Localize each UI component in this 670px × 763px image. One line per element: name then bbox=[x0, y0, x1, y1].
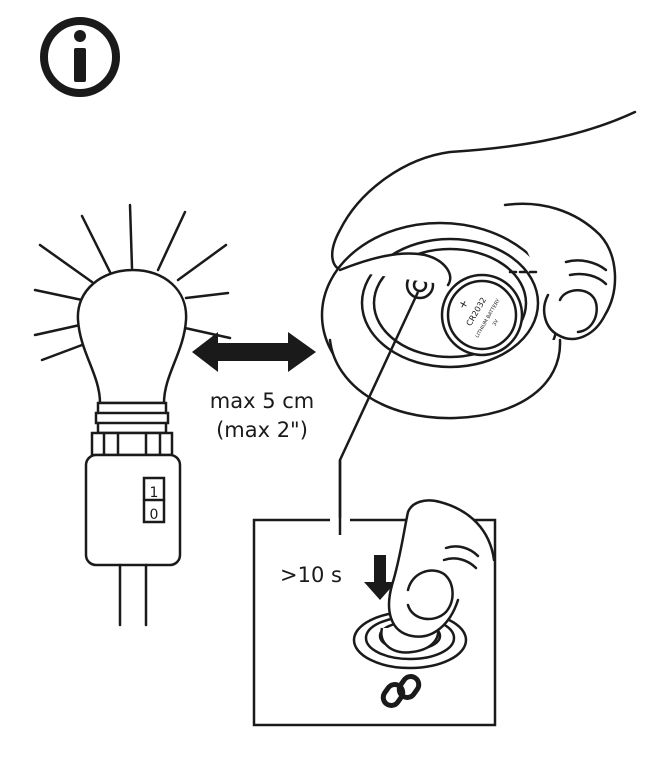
distance-metric-label: max 5 cm bbox=[210, 389, 314, 413]
down-arrow-icon bbox=[364, 555, 396, 600]
light-ray bbox=[183, 326, 232, 340]
light-ray bbox=[38, 243, 94, 284]
light-ray bbox=[184, 291, 230, 300]
switch-on-label: 1 bbox=[150, 485, 159, 501]
remote-hand-icon bbox=[320, 110, 637, 420]
battery-voltage: 3V bbox=[492, 318, 501, 327]
switch-off-label: 0 bbox=[150, 507, 159, 523]
finger-icon bbox=[387, 499, 496, 638]
distance-imperial-label: (max 2") bbox=[216, 418, 308, 442]
light-ray bbox=[33, 288, 84, 302]
light-bulb-icon bbox=[33, 203, 232, 627]
link-icon bbox=[380, 674, 422, 708]
hold-time-label: >10 s bbox=[280, 563, 342, 587]
light-ray bbox=[80, 214, 112, 274]
light-ray bbox=[176, 243, 228, 282]
double-arrow-icon bbox=[192, 332, 316, 372]
light-ray bbox=[40, 343, 84, 362]
light-ray bbox=[33, 323, 82, 337]
info-icon bbox=[40, 17, 120, 97]
light-ray bbox=[156, 210, 187, 272]
light-ray bbox=[128, 203, 134, 270]
